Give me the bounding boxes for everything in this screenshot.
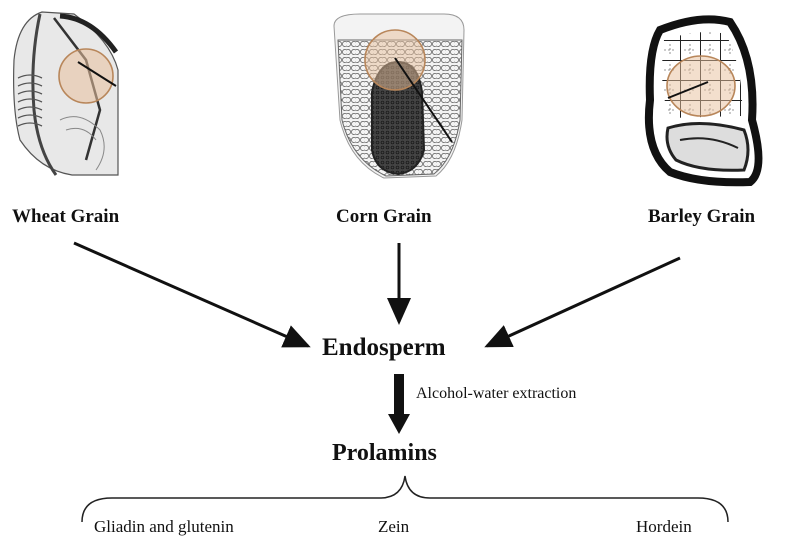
wheat-grain-icon [14, 12, 118, 175]
arrow-wheat-to-endosperm [74, 243, 308, 346]
product-zein: Zein [378, 517, 409, 537]
corn-grain-label: Corn Grain [336, 206, 432, 228]
corn-grain-icon [334, 14, 464, 178]
product-hordein: Hordein [636, 517, 692, 537]
products-brace [82, 476, 728, 522]
endosperm-label: Endosperm [322, 334, 446, 362]
product-gliadin-glutenin: Gliadin and glutenin [94, 517, 234, 537]
wheat-grain-label: Wheat Grain [12, 206, 119, 228]
barley-grain-icon [649, 19, 759, 182]
arrow-barley-to-endosperm [487, 258, 680, 346]
arrow-endosperm-to-prolamins [388, 374, 410, 434]
barley-grain-label: Barley Grain [648, 206, 755, 228]
prolamins-label: Prolamins [332, 440, 437, 467]
extraction-label: Alcohol-water extraction [416, 385, 576, 403]
